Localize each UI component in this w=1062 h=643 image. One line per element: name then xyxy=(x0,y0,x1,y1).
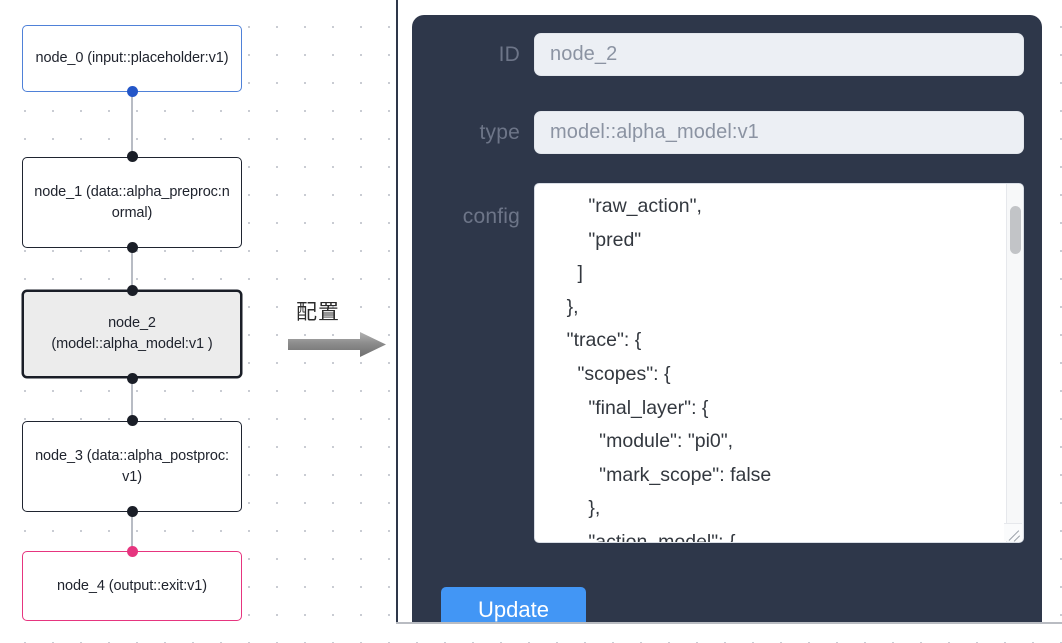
config-vertical-scrollbar[interactable] xyxy=(1006,184,1023,542)
graph-node-label: node_0 (input::placeholder:v1) xyxy=(35,50,229,67)
graph-node-label: node_3 (data::alpha_postproc: v1) xyxy=(35,447,229,485)
panel-bottom-divider xyxy=(396,622,1062,624)
config-textarea-content[interactable]: "raw_action", "pred" ] }, "trace": { "sc… xyxy=(566,195,772,542)
config-textarea[interactable]: "raw_action", "pred" ] }, "trace": { "sc… xyxy=(534,183,1024,543)
id-input[interactable]: node_2 xyxy=(534,33,1024,76)
handle-node_1-target[interactable] xyxy=(126,151,138,162)
config-field-label: config xyxy=(462,205,520,228)
field-row-config: config "raw_action", "pred" ] }, "trace"… xyxy=(412,183,1042,543)
type-input[interactable]: model::alpha_model:v1 xyxy=(534,111,1024,154)
edge-node_0-node_1 xyxy=(131,92,133,159)
id-field-label: ID xyxy=(498,42,520,66)
handle-node_0-source[interactable] xyxy=(126,86,138,97)
graph-node-node_0[interactable]: node_0 (input::placeholder:v1) xyxy=(22,25,242,92)
config-scrollbar-thumb[interactable] xyxy=(1010,206,1021,254)
handle-node_1-source[interactable] xyxy=(126,242,138,253)
handle-node_2-source[interactable] xyxy=(126,373,138,384)
handle-node_2-target[interactable] xyxy=(126,285,138,296)
handle-node_3-source[interactable] xyxy=(126,506,138,517)
graph-node-node_4[interactable]: node_4 (output::exit:v1) xyxy=(22,551,242,621)
graph-node-label: node_1 (data::alpha_preproc:n ormal) xyxy=(34,183,230,221)
edge-node_3-node_4 xyxy=(131,512,133,553)
update-button[interactable]: Update xyxy=(441,587,586,623)
edge-node_2-node_3 xyxy=(131,378,133,423)
handle-node_4-target[interactable] xyxy=(126,546,138,557)
edge-node_1-node_2 xyxy=(131,248,133,292)
field-row-id: ID node_2 xyxy=(412,33,1042,76)
graph-node-label: node_2 (model::alpha_model:v1 ) xyxy=(51,315,213,352)
graph-node-node_3[interactable]: node_3 (data::alpha_postproc: v1) xyxy=(22,421,242,512)
graph-node-node_1[interactable]: node_1 (data::alpha_preproc:n ormal) xyxy=(22,157,242,248)
panel-left-divider xyxy=(396,0,398,623)
node-config-panel: ID node_2 type model::alpha_model:v1 con… xyxy=(412,15,1042,623)
annotation-group: 配置 xyxy=(288,296,396,362)
field-row-type: type model::alpha_model:v1 xyxy=(412,111,1042,154)
type-field-label: type xyxy=(479,120,520,144)
handle-node_3-target[interactable] xyxy=(126,415,138,426)
graph-node-node_2[interactable]: node_2 (model::alpha_model:v1 ) xyxy=(22,290,242,378)
resize-handle-icon[interactable] xyxy=(1004,523,1022,541)
graph-node-label: node_4 (output::exit:v1) xyxy=(57,577,207,594)
right-arrow-icon xyxy=(288,332,386,357)
node-graph-canvas[interactable]: node_0 (input::placeholder:v1) node_1 (d… xyxy=(0,0,396,643)
annotation-label: 配置 xyxy=(296,300,340,324)
